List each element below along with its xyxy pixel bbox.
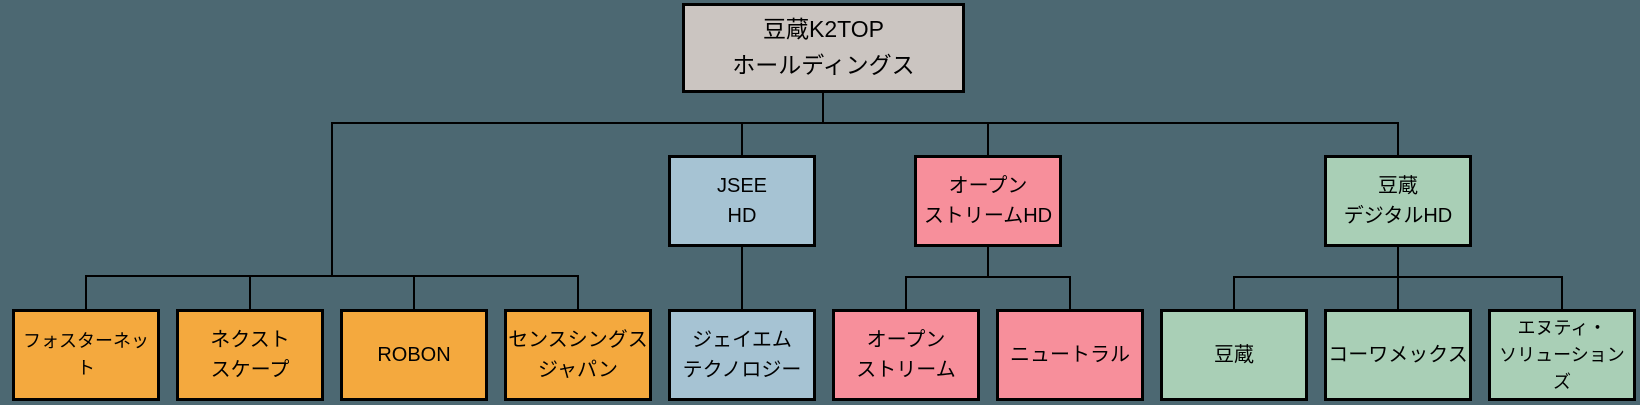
connector-line xyxy=(987,246,989,278)
connector-line xyxy=(905,276,907,310)
org-node-kowamex: コーワメックス xyxy=(1324,309,1472,401)
org-node-openstream-hd: オープン ストリームHD xyxy=(914,155,1062,247)
connector-line xyxy=(987,122,989,156)
connector-line xyxy=(905,276,1071,278)
connector-line xyxy=(331,122,1399,124)
org-node-neutral: ニュートラル xyxy=(996,309,1144,401)
connector-line xyxy=(1561,276,1563,310)
connector-line xyxy=(1397,246,1399,310)
connector-line xyxy=(741,122,743,156)
connector-line xyxy=(1233,276,1235,310)
org-node-holdings: 豆蔵K2TOP ホールディングス xyxy=(682,3,965,93)
org-node-robon: ROBON xyxy=(340,309,488,401)
org-node-fosternet: フォスターネット xyxy=(12,309,160,401)
connector-line xyxy=(85,275,87,310)
org-node-mamezou-digital-hd: 豆蔵 デジタルHD xyxy=(1324,155,1472,247)
org-node-jsee-hd: JSEE HD xyxy=(668,155,816,247)
org-node-sensethings-japan: センスシングス ジャパン xyxy=(504,309,652,401)
connector-line xyxy=(1397,122,1399,156)
org-node-nextscape: ネクスト スケープ xyxy=(176,309,324,401)
org-node-mamezou: 豆蔵 xyxy=(1160,309,1308,401)
org-node-openstream: オープン ストリーム xyxy=(832,309,980,401)
connector-line xyxy=(249,275,251,310)
connector-line xyxy=(1069,276,1071,310)
connector-line xyxy=(741,246,743,310)
org-node-jm-technology: ジェイエム テクノロジー xyxy=(668,309,816,401)
connector-line xyxy=(413,275,415,310)
connector-line xyxy=(85,275,579,277)
org-node-nt-solutions: エヌティ・ ソリューションズ xyxy=(1488,309,1636,401)
connector-line xyxy=(1233,276,1563,278)
connector-line xyxy=(331,122,333,277)
connector-line xyxy=(577,275,579,310)
connector-line xyxy=(822,92,824,124)
